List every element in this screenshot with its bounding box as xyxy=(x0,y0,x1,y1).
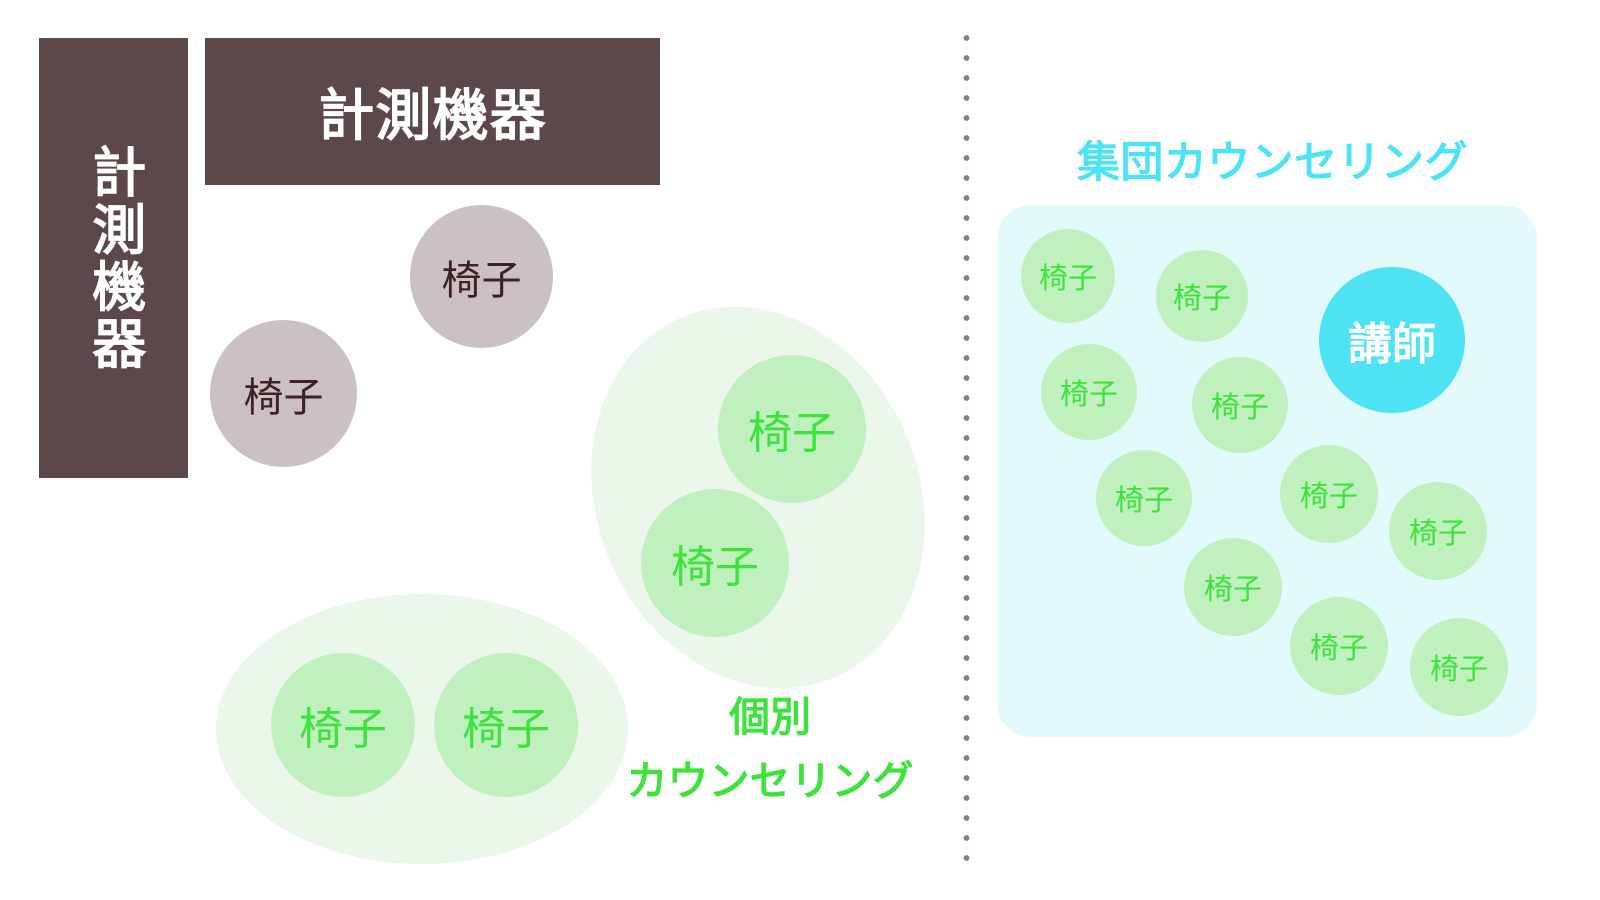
group-counseling-chair-label: 椅子 xyxy=(1114,485,1173,517)
individual-counseling-label: 個別 カウンセリング xyxy=(620,686,920,813)
group-counseling-chair: 椅子 xyxy=(1290,597,1388,695)
group-counseling-chair: 椅子 xyxy=(1280,445,1378,543)
group-counseling-chair-label: 椅子 xyxy=(1203,574,1262,606)
group-counseling-chair-label: 椅子 xyxy=(1172,283,1231,315)
group-counseling-chair-label: 椅子 xyxy=(1408,518,1467,550)
individual-counseling-chair-label: 椅子 xyxy=(748,409,836,458)
group-counseling-chair: 椅子 xyxy=(1410,618,1508,716)
individual-counseling-chair: 椅子 xyxy=(718,355,866,503)
group-counseling-chair-label: 椅子 xyxy=(1299,481,1358,513)
individual-counseling-chair: 椅子 xyxy=(271,653,415,797)
group-counseling-chair: 椅子 xyxy=(1041,344,1137,440)
individual-counseling-chair-label: 椅子 xyxy=(299,705,387,754)
equipment-chair-label: 椅子 xyxy=(441,258,522,303)
group-counseling-teacher: 講師 xyxy=(1319,267,1465,413)
individual-counseling-chair: 椅子 xyxy=(434,653,578,797)
group-counseling-chair: 椅子 xyxy=(1389,482,1487,580)
group-counseling-chair: 椅子 xyxy=(1156,250,1248,342)
equipment-chair: 椅子 xyxy=(210,320,357,467)
individual-counseling-chair: 椅子 xyxy=(641,489,789,637)
group-counseling-chair-label: 椅子 xyxy=(1210,392,1269,424)
group-counseling-chair: 椅子 xyxy=(1192,357,1288,453)
group-counseling-chair-label: 椅子 xyxy=(1038,263,1097,295)
group-counseling-label: 集団カウンセリング xyxy=(1077,139,1468,187)
individual-counseling-chair-label: 椅子 xyxy=(671,543,759,592)
section-divider-dotted-line xyxy=(962,28,971,863)
group-counseling-chair: 椅子 xyxy=(1184,538,1282,636)
individual-counseling-label-line1: 個別 xyxy=(729,694,811,740)
equipment-vertical-banner-label: 計測機器 xyxy=(83,143,144,373)
equipment-chair: 椅子 xyxy=(410,205,553,348)
group-counseling-chair-label: 椅子 xyxy=(1429,654,1488,686)
group-counseling-teacher-label: 講師 xyxy=(1348,320,1436,369)
individual-counseling-label-line2: カウンセリング xyxy=(626,757,914,804)
group-counseling-chair: 椅子 xyxy=(1096,450,1192,546)
equipment-horizontal-banner-label: 計測機器 xyxy=(318,84,547,147)
individual-counseling-chair-label: 椅子 xyxy=(462,705,550,754)
group-counseling-chair-label: 椅子 xyxy=(1059,379,1118,411)
equipment-vertical-banner: 計測機器 xyxy=(39,38,188,478)
equipment-chair-label: 椅子 xyxy=(243,375,324,420)
equipment-horizontal-banner: 計測機器 xyxy=(205,38,660,185)
group-counseling-chair-label: 椅子 xyxy=(1309,633,1368,665)
group-counseling-chair: 椅子 xyxy=(1021,229,1115,323)
